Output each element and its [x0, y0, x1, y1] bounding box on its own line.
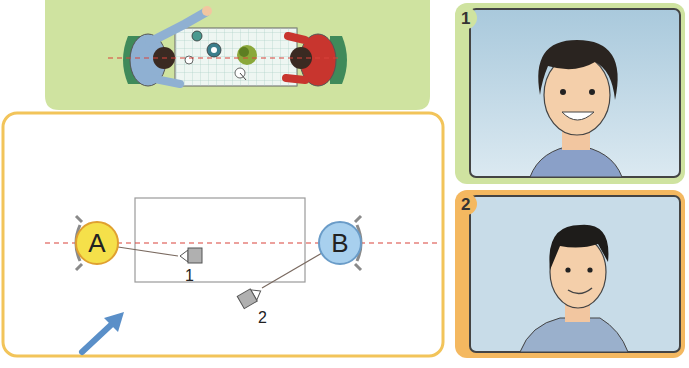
table-topview: [175, 28, 297, 86]
chairs: [76, 216, 361, 270]
person-circle: A: [75, 221, 119, 265]
shot-number: 2: [461, 196, 470, 213]
node-letter: A: [88, 230, 105, 256]
camera-number: 2: [258, 310, 267, 326]
shot-panel-1: [455, 3, 685, 184]
table-plan: [135, 198, 305, 282]
badge-1: [455, 7, 477, 29]
badge-2: [455, 193, 477, 215]
shot-panel-2: [455, 190, 685, 358]
camera-1: [118, 247, 202, 263]
person-right: [286, 34, 347, 86]
camera-number: 1: [185, 268, 194, 284]
scene-panel: [45, 0, 430, 110]
node-letter: B: [331, 230, 348, 256]
person-circle: B: [318, 221, 362, 265]
person-left: [123, 6, 212, 86]
diagram-panel: [3, 113, 443, 356]
eye-line: [108, 57, 342, 58]
face-2: [520, 225, 628, 352]
shot-number: 1: [461, 10, 470, 27]
face-1: [530, 40, 622, 177]
view-arrow: [82, 312, 124, 352]
camera-2: [237, 253, 322, 309]
